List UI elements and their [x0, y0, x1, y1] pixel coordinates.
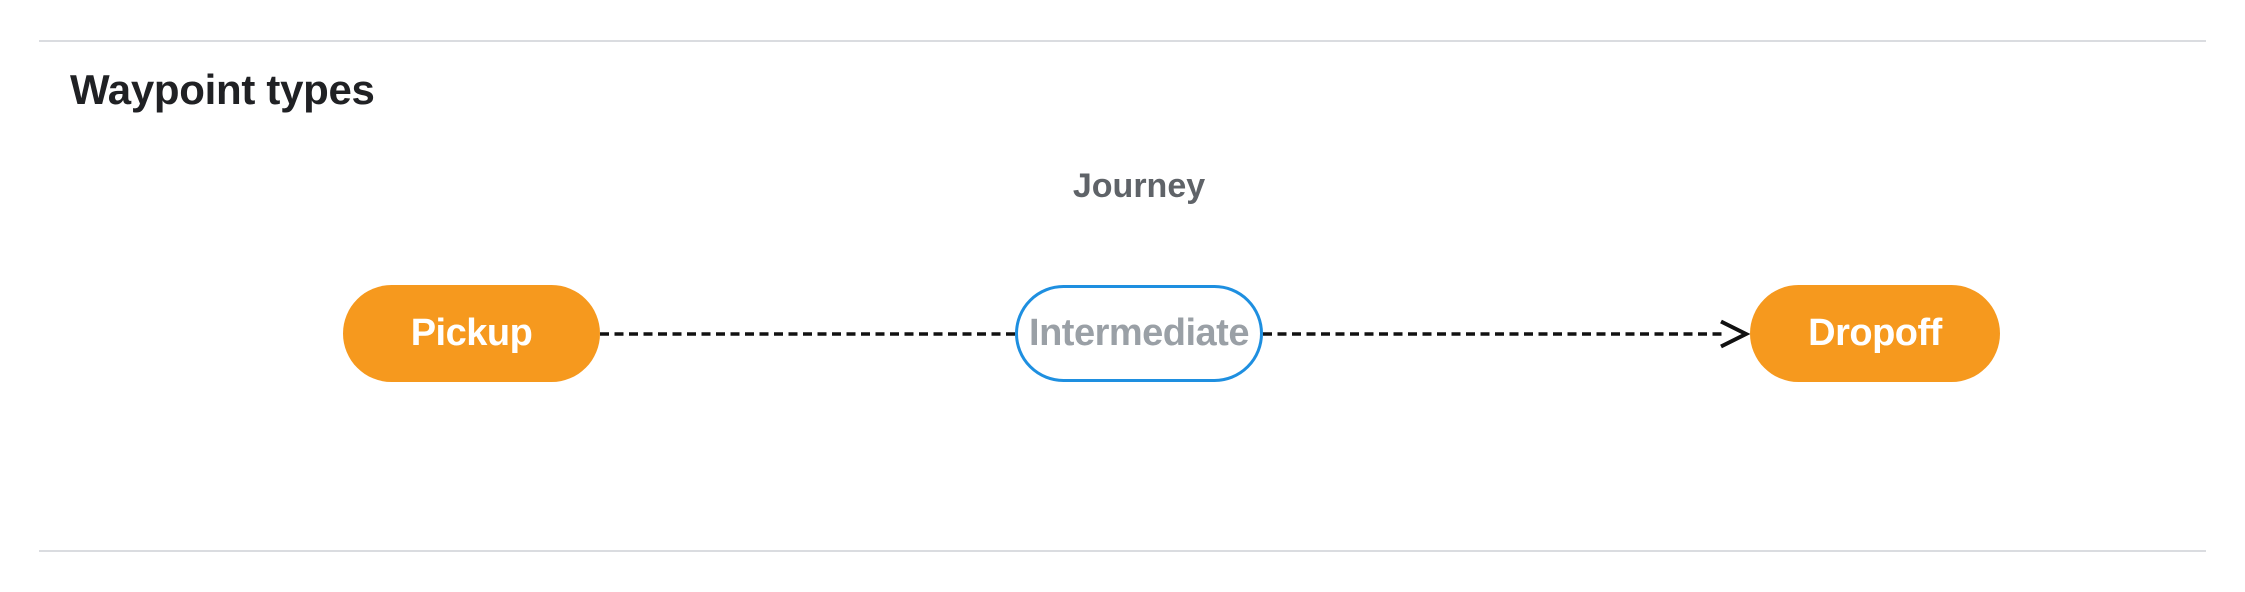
node-intermediate-label: Intermediate [1029, 312, 1249, 354]
node-dropoff: Dropoff [1750, 285, 2000, 382]
node-dropoff-label: Dropoff [1808, 312, 1942, 354]
journey-group-label: Journey [1072, 167, 1206, 205]
section-title: Waypoint types [70, 66, 375, 113]
node-pickup: Pickup [343, 285, 600, 382]
bottom-divider [39, 550, 2206, 552]
node-intermediate: Intermediate [1015, 285, 1263, 382]
top-divider [39, 40, 2206, 42]
arrowhead-icon [1720, 319, 1751, 349]
node-pickup-label: Pickup [410, 312, 533, 354]
